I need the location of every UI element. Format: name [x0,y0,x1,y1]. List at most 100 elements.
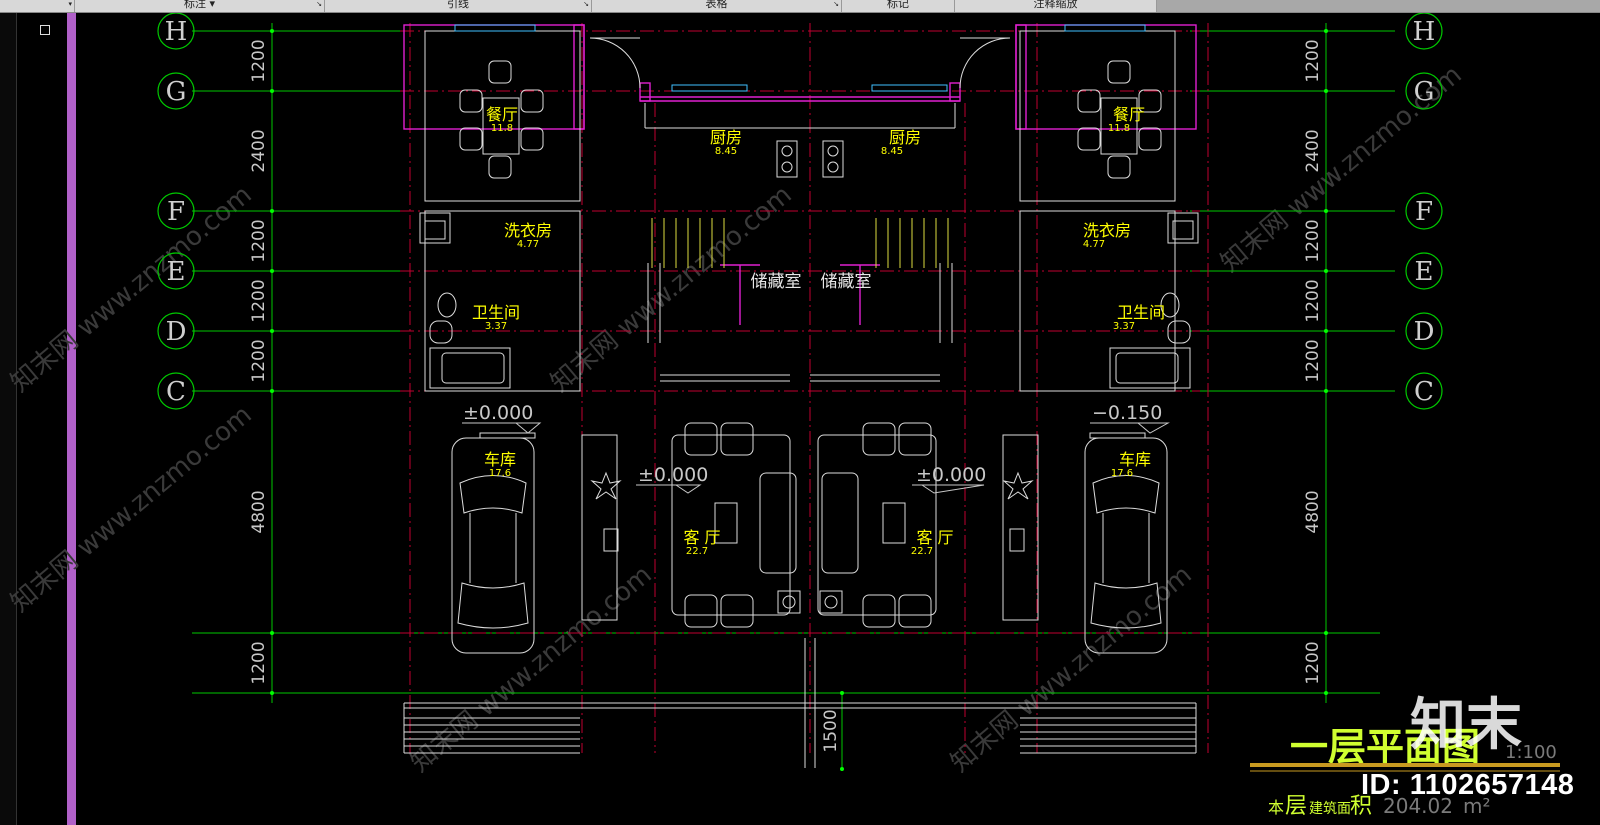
room-name: 洗衣房 [504,221,552,240]
dimension-texts-right: 1200 2400 1200 1200 1200 4800 1200 1500 [821,39,1323,752]
axis-label-e: E [1415,257,1434,287]
dimension-text: 2400 [1303,129,1323,172]
dimension-text: 1200 [1303,339,1323,382]
room-areas: 11.8 11.8 8.45 8.45 4.77 4.77 3.37 3.37 … [485,123,1135,557]
kitchen-stoves [776,140,844,178]
dialog-launcher-icon[interactable]: ↘ [583,0,589,8]
ribbon-panel-label: 标记 [887,0,909,10]
ribbon-panel-leader[interactable]: 引线 ↘ [325,0,592,12]
dimension-text: 1200 [1303,279,1323,322]
room-area: 22.7 [686,546,708,557]
wall-outlines [403,30,1197,768]
room-name: 洗衣房 [1083,221,1131,240]
dining-set-right [1077,60,1162,179]
cad-drawing-canvas[interactable]: 知末网 www.znzmo.com 知末网 www.znzmo.com 知末网 … [0,13,1600,825]
axis-label-g: G [166,77,187,107]
axis-label-e: E [167,257,186,287]
dropdown-arrow-icon[interactable]: ▾ [68,0,72,8]
drawing-scale: 1:100 [1505,742,1557,763]
room-area: 3.37 [485,321,507,332]
area-label-big: 层 [1285,794,1307,819]
storage-labels: 储藏室 储藏室 [751,272,872,292]
dimension-text: 1200 [249,219,269,262]
axis-label-c: C [1414,377,1434,407]
dimension-text: 1200 [249,39,269,82]
axis-label-f: F [1415,197,1433,227]
room-area: 17.6 [489,468,511,479]
stair-treads [651,218,949,268]
drawing-title: 一层平面图 [1290,725,1480,769]
elevation-symbols [462,422,1170,494]
room-name: 储藏室 [751,272,802,292]
room-area: 8.45 [881,146,903,157]
axis-bubbles [157,13,1443,410]
dining-set-left [459,60,544,179]
room-labels: 餐厅 餐厅 厨房 厨房 洗衣房 洗衣房 卫生间 卫生间 车库 车库 客 厅 客 … [472,105,1165,547]
room-name: 餐厅 [486,105,518,124]
ribbon-panel-annotation-scaling[interactable]: 注释缩放 [955,0,1157,12]
elevation-marks: ±0.000 −0.150 ±0.000 ±0.000 [463,402,1162,486]
dialog-launcher-icon[interactable]: ↘ [833,0,839,8]
elevation-text: ±0.000 [463,402,533,424]
dimension-text: 1200 [1303,219,1323,262]
room-name: 卫生间 [1117,303,1165,322]
living-furniture-right [817,422,1034,628]
axis-label-f: F [167,197,185,227]
bathroom-fixtures [419,212,1199,389]
room-area: 11.8 [491,123,513,134]
dialog-launcher-icon[interactable]: ↘ [316,0,322,8]
room-name: 厨房 [710,128,742,147]
title-block: 一层平面图 1:100 本 层 建筑面 积 204.02 m² [1250,725,1560,819]
dimension-ticks [270,29,1328,771]
dimension-text: 1200 [1303,39,1323,82]
dimension-text: 1500 [821,709,841,752]
ribbon-panel-table[interactable]: 表格 ↘ [592,0,842,12]
dimension-text: 1200 [249,641,269,684]
axis-labels: H G F E D C H G F E D C [165,17,1436,407]
dimension-texts-left: 1200 2400 1200 1200 1200 4800 1200 [249,39,269,684]
viewport-control-checkbox[interactable] [40,25,50,35]
room-area: 4.77 [517,239,539,250]
ribbon-panel-label: 标注 [183,0,206,10]
room-name: 车库 [1119,450,1151,469]
axis-label-c: C [166,377,186,407]
room-area: 11.8 [1108,123,1130,134]
room-name: 厨房 [889,128,921,147]
area-label-prefix: 本 [1268,798,1284,817]
dimension-text: 1200 [1303,641,1323,684]
area-value: 204.02 [1383,794,1453,818]
watermark-text: 知末网 www.znzmo.com [5,400,257,619]
dimension-text: 2400 [249,129,269,172]
room-name: 卫生间 [472,303,520,322]
elevation-text: −0.150 [1092,402,1162,424]
room-name: 储藏室 [821,272,872,292]
ribbon-empty-area [1157,0,1600,12]
garage-car-right [1084,437,1168,654]
room-name: 客 厅 [916,528,953,547]
ribbon-panel-label: 表格 [705,0,728,10]
axis-label-d: D [1414,317,1435,347]
brand-logo: 知末 [1410,693,1522,758]
axis-label-g: G [1414,77,1435,107]
chevron-down-icon: ▾ [209,0,216,10]
axis-lines-green [192,23,1395,771]
ribbon-panel-label: 注释缩放 [1033,0,1078,10]
elevation-text: ±0.000 [916,464,986,486]
ribbon-panel-dimension[interactable]: 标注 ▾ ↘ [75,0,325,12]
room-name: 车库 [484,450,516,469]
room-area: 4.77 [1083,239,1105,250]
area-label-end: 积 [1350,794,1372,819]
dimension-text: 4800 [1303,490,1323,533]
area-unit: m² [1463,794,1491,818]
room-area: 17.6 [1111,468,1133,479]
room-area: 3.37 [1113,321,1135,332]
dimension-text: 1200 [249,339,269,382]
room-name: 餐厅 [1113,105,1145,124]
ribbon-panel-label: 引线 [447,0,469,10]
axis-label-d: D [166,317,187,347]
ribbon-panel-bar: ▾ 标注 ▾ ↘ 引线 ↘ 表格 ↘ 标记 注释缩放 [0,0,1600,13]
room-name: 客 厅 [683,528,720,547]
elevation-text: ±0.000 [638,464,708,486]
ribbon-panel-markup[interactable]: 标记 [842,0,955,12]
watermark-text: 知末网 www.znzmo.com [5,180,257,399]
